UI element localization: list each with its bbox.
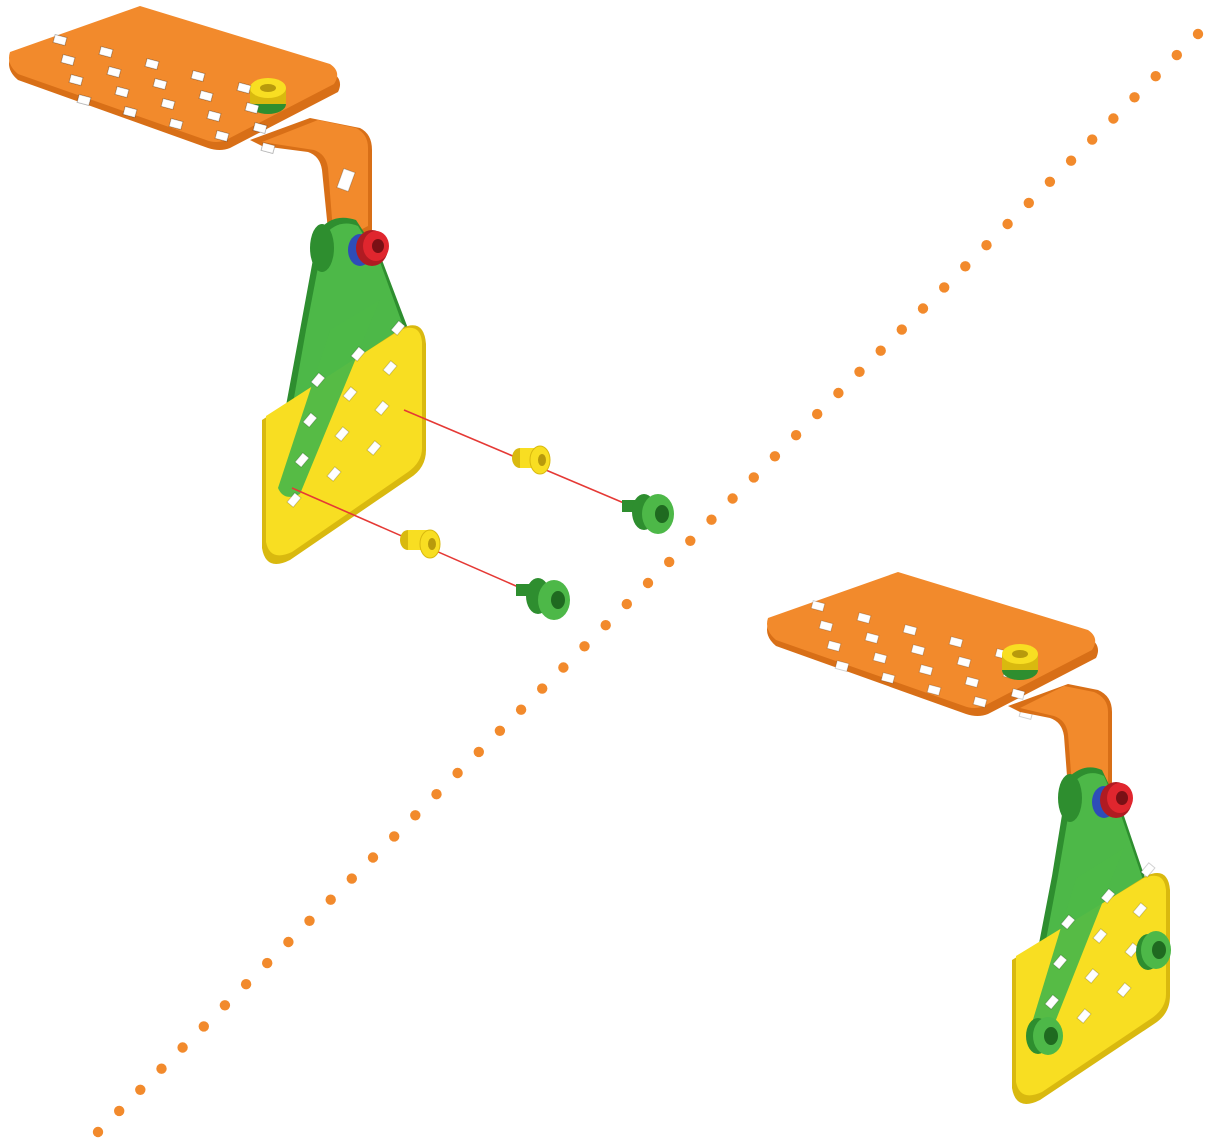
- separator-dot: [368, 852, 378, 862]
- separator-dot: [452, 768, 462, 778]
- yellow-collar-lower: [400, 530, 440, 558]
- separator-dot: [389, 831, 399, 841]
- separator-dot: [791, 430, 801, 440]
- separator-dot: [474, 747, 484, 757]
- separator-dot: [283, 937, 293, 947]
- separator-dot: [326, 895, 336, 905]
- separator-dot: [1045, 177, 1055, 187]
- separator-dot: [537, 683, 547, 693]
- separator-dot: [727, 493, 737, 503]
- green-screw-lower: [1026, 1017, 1063, 1055]
- separator-dot: [812, 409, 822, 419]
- separator-dot: [643, 578, 653, 588]
- separator-dot: [516, 705, 526, 715]
- separator-dot: [749, 472, 759, 482]
- separator-dot: [1172, 50, 1182, 60]
- separator-dot: [622, 599, 632, 609]
- separator-dot: [495, 726, 505, 736]
- separator-dot: [960, 261, 970, 271]
- step-assembled-view: [767, 572, 1171, 1104]
- separator-dot: [241, 979, 251, 989]
- separator-dot: [981, 240, 991, 250]
- separator-dot: [220, 1000, 230, 1010]
- separator-dot: [664, 557, 674, 567]
- separator-dot: [1002, 219, 1012, 229]
- separator-dot: [114, 1106, 124, 1116]
- separator-dot: [685, 536, 695, 546]
- yellow-square-plate: [1012, 848, 1170, 1104]
- separator-dot: [939, 282, 949, 292]
- separator-dot: [1193, 29, 1203, 39]
- separator-dot: [833, 388, 843, 398]
- separator-dot: [579, 641, 589, 651]
- separator-dot: [262, 958, 272, 968]
- separator-dot: [854, 367, 864, 377]
- separator-dot: [1024, 198, 1034, 208]
- separator-dot: [135, 1085, 145, 1095]
- separator-dot: [706, 515, 716, 525]
- yellow-collar-upper: [512, 446, 550, 474]
- separator-dot: [177, 1042, 187, 1052]
- separator-dot: [876, 346, 886, 356]
- separator-dot: [1129, 92, 1139, 102]
- separator-dot: [1108, 113, 1118, 123]
- separator-dot: [601, 620, 611, 630]
- separator-dot: [558, 662, 568, 672]
- separator-dot: [156, 1064, 166, 1074]
- step-exploded-view: [9, 6, 674, 620]
- separator-dot: [431, 789, 441, 799]
- separator-dot: [347, 873, 357, 883]
- separator-dot: [199, 1021, 209, 1031]
- separator-dot: [93, 1127, 103, 1137]
- separator-dot: [770, 451, 780, 461]
- separator-dot: [1151, 71, 1161, 81]
- green-screw-lower: [516, 578, 570, 620]
- separator-dot: [918, 303, 928, 313]
- separator-dot: [410, 810, 420, 820]
- separator-dot: [897, 324, 907, 334]
- yellow-small-nut: [1002, 644, 1038, 680]
- separator-dot: [304, 916, 314, 926]
- green-screw-upper: [622, 494, 674, 534]
- separator-dot: [1066, 156, 1076, 166]
- separator-dot: [1087, 134, 1097, 144]
